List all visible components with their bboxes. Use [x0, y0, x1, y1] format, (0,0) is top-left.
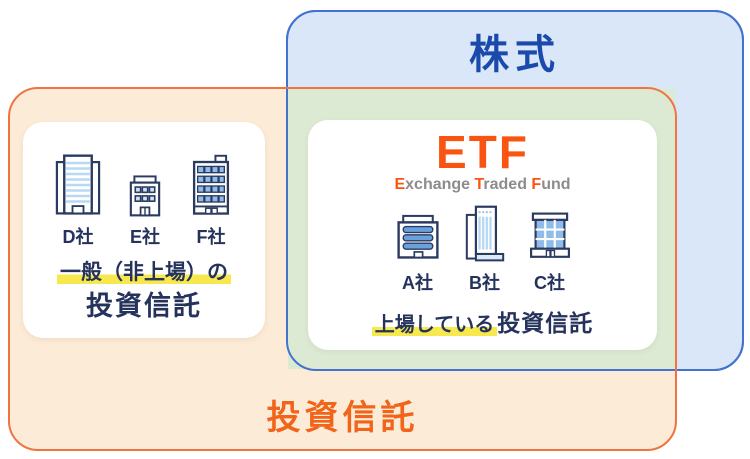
stock-region-border: [286, 10, 744, 371]
etf-buildings-row: A社 B社: [394, 204, 572, 295]
etf-subtitle: Exchange Traded Fund: [394, 176, 570, 194]
company-c-label: C社: [534, 273, 565, 294]
company-f: F社: [188, 154, 234, 249]
fund-region-border: [8, 87, 677, 451]
company-f-label: F社: [196, 227, 226, 247]
building-f-icon: [192, 154, 230, 215]
general-card-caption: 一般（非上場）の 投資信託: [57, 259, 231, 325]
etf-subtitle-part: und: [541, 176, 571, 194]
company-e: E社: [126, 172, 164, 249]
etf-caption-highlight: 上場している: [371, 314, 498, 337]
stock-region-label: 株式: [469, 33, 561, 77]
building-e-icon: [129, 175, 161, 217]
company-b-label: B社: [469, 273, 500, 294]
etf-subtitle-part: T: [474, 176, 484, 194]
general-buildings-row: D社 E社: [54, 152, 234, 249]
etf-subtitle-part: F: [531, 176, 542, 194]
general-caption-rest: 投資信託: [86, 291, 202, 322]
general-caption-highlight: 一般（非上場）の: [57, 261, 231, 284]
etf-subtitle-part: E: [394, 176, 406, 194]
building-a-icon: [396, 215, 439, 259]
company-d: D社: [54, 152, 102, 249]
company-d-label: D社: [62, 227, 94, 247]
etf-subtitle-part: raded: [483, 176, 532, 194]
etf-subtitle-part: xchange: [405, 176, 475, 194]
company-a: A社: [394, 214, 442, 295]
company-c: C社: [528, 210, 572, 295]
general-fund-card: D社 E社: [23, 122, 265, 338]
etf-card: ETF Exchange Traded Fund A社: [308, 120, 657, 350]
building-b-icon: [465, 205, 504, 262]
company-e-label: E社: [129, 227, 160, 247]
etf-card-caption: 上場している投資信託: [371, 304, 594, 338]
company-b: B社: [464, 204, 506, 295]
etf-caption-rest: 投資信託: [497, 310, 594, 337]
etf-title: ETF: [436, 126, 529, 178]
building-d-icon: [55, 154, 101, 215]
building-c-icon: [529, 212, 570, 259]
fund-region-label: 投資信託: [266, 399, 419, 437]
company-a-label: A社: [402, 273, 433, 294]
